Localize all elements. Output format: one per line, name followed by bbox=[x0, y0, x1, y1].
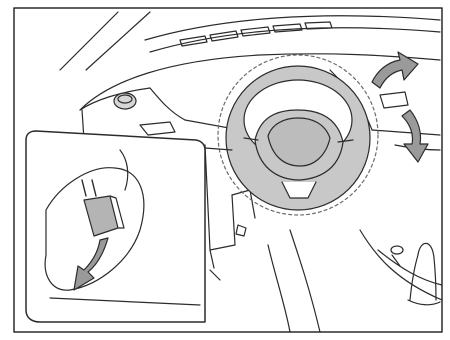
tilt-lever-detail-inset bbox=[26, 131, 232, 322]
dash-knob bbox=[114, 93, 136, 109]
